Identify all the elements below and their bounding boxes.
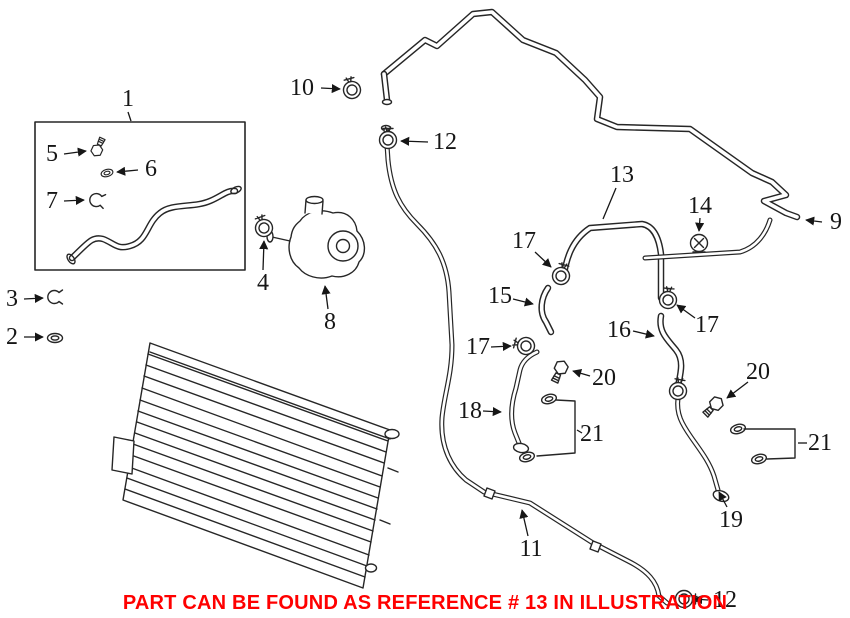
bolt-part-20a (548, 357, 571, 385)
callout-20: 20 (746, 359, 770, 385)
callout-1: 1 (122, 86, 134, 112)
valve-art (689, 233, 709, 253)
leader-arrow-3 (23, 293, 44, 303)
leader-arrow-18 (482, 407, 502, 417)
leader-arrow-7 (63, 195, 85, 205)
callout-9: 9 (830, 209, 842, 235)
clip-part-3 (47, 289, 64, 305)
clamp-part-17a (549, 260, 574, 288)
callout-17: 17 (695, 312, 719, 338)
leader-arrow-1 (127, 111, 132, 122)
leader-arrow-8 (321, 285, 331, 310)
callout-21: 21 (580, 421, 604, 447)
callout-21: 21 (808, 430, 832, 456)
reference-notice: PART CAN BE FOUND AS REFERENCE # 13 IN I… (122, 592, 728, 614)
leader-arrow-17 (490, 341, 512, 351)
callout-6: 6 (145, 156, 157, 182)
part-group-1 (34, 121, 246, 271)
clamp-extra (667, 376, 690, 402)
callout-13: 13 (610, 162, 634, 188)
callout-17: 17 (512, 228, 536, 254)
callout-12: 12 (713, 587, 737, 613)
leader-arrow-20 (572, 368, 591, 378)
seal-part-21d (749, 452, 769, 466)
bolt-part-20b (700, 393, 727, 420)
leader-arrow-19 (718, 491, 728, 508)
sensor-part-5 (89, 135, 108, 159)
callout-4: 4 (257, 270, 269, 296)
leader-arrow-16 (632, 329, 655, 339)
clamp-part-10 (339, 74, 364, 102)
callout-15: 15 (488, 283, 512, 309)
oring-part-2 (46, 332, 64, 344)
callout-12: 12 (433, 129, 457, 155)
callout-11: 11 (519, 536, 543, 562)
callout-20: 20 (592, 365, 616, 391)
bracket-lines (536, 399, 796, 460)
leader-arrow-20 (726, 381, 749, 399)
callout-10: 10 (290, 75, 314, 101)
callout-19: 19 (719, 507, 743, 533)
leader-arrow-9 (805, 216, 823, 226)
seal-part-21a (539, 392, 559, 406)
leader-arrow-21 (576, 429, 583, 434)
leader-arrow-11 (519, 509, 529, 537)
leader-arrow-10 (320, 84, 341, 94)
leader-arrow-4 (259, 240, 269, 271)
small-parts-art (46, 74, 796, 609)
leader-arrow-5 (63, 147, 87, 157)
callout-arrows (23, 84, 823, 605)
clip-part-7 (87, 191, 107, 210)
callout-2: 2 (6, 324, 18, 350)
callout-3: 3 (6, 286, 18, 312)
radiator-art (111, 342, 400, 589)
leader-arrow-13 (602, 187, 617, 220)
leader-arrow-17 (676, 304, 696, 319)
callout-16: 16 (607, 317, 631, 343)
callout-8: 8 (324, 309, 336, 335)
callout-17: 17 (466, 334, 490, 360)
callout-7: 7 (46, 188, 58, 214)
callout-14: 14 (688, 193, 712, 219)
leader-arrow-15 (512, 297, 534, 307)
leader-arrow-6 (116, 166, 139, 176)
leader-arrow-14 (695, 217, 705, 232)
callout-18: 18 (458, 398, 482, 424)
thermostat-art (266, 195, 366, 279)
leader-arrow-12 (693, 595, 709, 605)
seal-part-6 (99, 167, 115, 179)
leader-arrow-12 (400, 136, 429, 146)
leader-arrow-17 (534, 251, 552, 268)
callout-5: 5 (46, 141, 58, 167)
